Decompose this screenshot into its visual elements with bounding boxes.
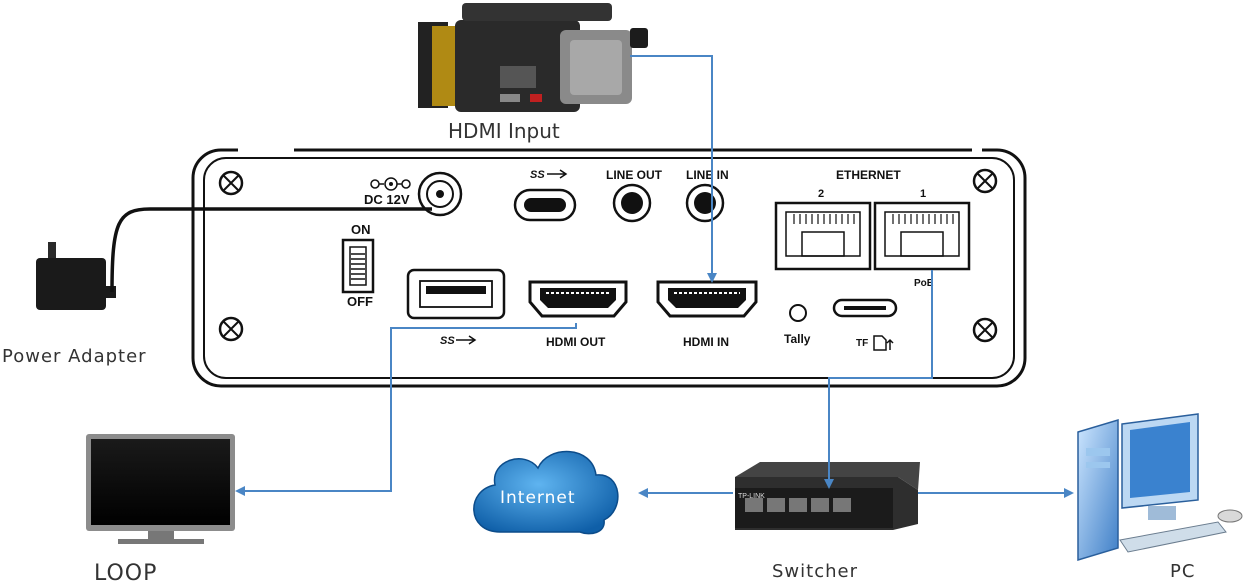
hdmi-input-label: HDMI Input xyxy=(448,119,560,143)
ethernet-port-1-label: 1 xyxy=(920,188,926,200)
hdmi-out-label: HDMI OUT xyxy=(546,335,606,349)
dc-label: DC 12V xyxy=(364,192,410,207)
connection-lines xyxy=(235,55,1074,498)
hdmi-out-port[interactable] xyxy=(528,280,628,318)
ethernet-port-2[interactable] xyxy=(774,201,872,271)
usb-a-label: SS xyxy=(440,335,455,347)
monitor-icon xyxy=(86,434,235,544)
hdmi-in-label: HDMI IN xyxy=(683,335,729,349)
cloud-icon xyxy=(473,450,619,535)
on-label: ON xyxy=(351,222,371,237)
switch-brand-label: TP-LINK xyxy=(738,493,765,500)
usb-c-port[interactable] xyxy=(513,188,577,222)
usb-a-port[interactable] xyxy=(406,268,506,320)
hdmi-in-port[interactable] xyxy=(656,280,758,318)
usb-icon xyxy=(456,335,477,345)
screw-icon xyxy=(972,168,998,194)
sd-card-icon xyxy=(873,335,894,351)
screw-icon xyxy=(218,316,244,342)
tf-card-slot[interactable] xyxy=(832,298,898,318)
dc-power-port[interactable] xyxy=(417,171,463,217)
power-adapter-icon xyxy=(36,242,116,310)
switcher-label: Switcher xyxy=(772,561,858,582)
pc-icon xyxy=(1077,413,1243,562)
tally-label: Tally xyxy=(784,332,811,346)
line-in-label: LINE IN xyxy=(686,168,729,182)
line-in-jack[interactable] xyxy=(685,183,725,223)
pc-label: PC xyxy=(1170,561,1195,582)
poe-label: PoE xyxy=(914,278,934,289)
poe-arrow xyxy=(824,270,933,489)
power-cable xyxy=(110,207,432,293)
tf-label: TF xyxy=(856,338,868,349)
ethernet-port-2-label: 2 xyxy=(818,188,824,200)
power-adapter-label: Power Adapter xyxy=(2,346,147,367)
camera-icon xyxy=(418,3,648,112)
tally-led xyxy=(789,304,807,322)
line-out-jack[interactable] xyxy=(612,183,652,223)
internet-label: Internet xyxy=(500,488,576,508)
off-label: OFF xyxy=(347,294,373,309)
usb-c-label: SS xyxy=(530,169,545,181)
loop-label: LOOP xyxy=(94,561,157,583)
line-out-label: LINE OUT xyxy=(606,168,663,182)
network-switch-icon xyxy=(735,462,920,530)
screw-icon xyxy=(218,170,244,196)
usb-icon xyxy=(547,169,568,179)
loop-arrow xyxy=(235,323,577,496)
ethernet-label: ETHERNET xyxy=(836,168,901,182)
ethernet-port-1[interactable] xyxy=(873,201,971,271)
power-switch[interactable] xyxy=(341,238,375,294)
dc-symbol-icon xyxy=(370,177,411,191)
hdmi-input-arrow xyxy=(630,55,717,283)
screw-icon xyxy=(972,317,998,343)
